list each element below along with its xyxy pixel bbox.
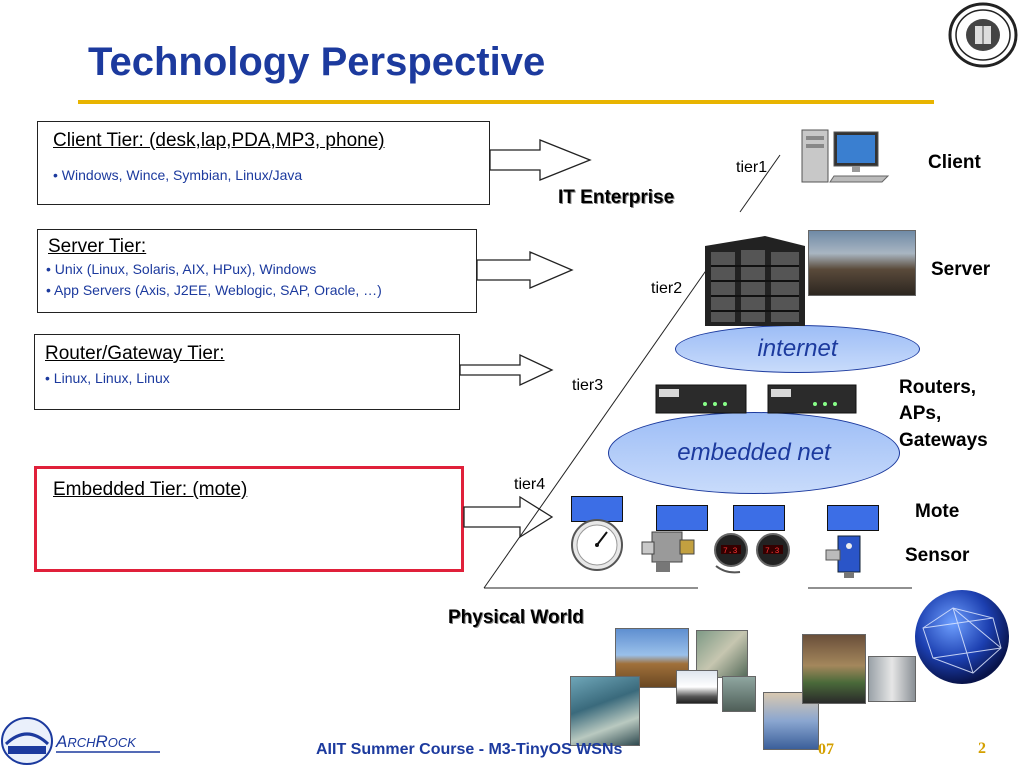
desktop-computer-icon [800,128,890,184]
archrock-logo: ARCHROCK [0,714,170,766]
sensor-icon [640,526,696,574]
server-arrow [476,251,574,289]
router-arrow [459,353,554,387]
tier2-label: tier2 [651,280,683,297]
client-label: Client [928,152,981,173]
footer-course: AIIT Summer Course - M3-TinyOS WSNs [316,741,623,758]
server-label: Server [931,259,991,280]
routers-label-3: Gateways [899,430,988,451]
router-icon [655,384,747,414]
internet-label: internet [757,335,838,362]
embedded-tier-box: Embedded Tier: (mote) [34,466,464,572]
svg-text:7.3: 7.3 [723,547,738,556]
internet-cloud: internet [675,325,920,373]
router-tier-bullet: • Linux, Linux, Linux [45,370,170,386]
router-tier-box: Router/Gateway Tier: • Linux, Linux, Lin… [34,334,460,410]
tier-slope-line [483,261,713,589]
server-tier-heading: Server Tier: [48,236,147,257]
warehouse-photo [802,634,866,704]
page-number: 2 [978,740,986,757]
mote-icon [656,505,708,531]
sensor-icon [822,530,872,580]
tier1-line [739,154,781,213]
mote-label: Mote [915,501,960,522]
embedded-net-label: embedded net [677,439,831,466]
router-tier-heading: Router/Gateway Tier: [45,343,225,364]
footer-year-fragment: 07 [818,741,834,758]
truck-photo [676,670,718,704]
svg-text:ARCHROCK: ARCHROCK [55,732,137,751]
server-tier-bullet-2: • App Servers (Axis, J2EE, Weblogic, SAP… [46,282,382,298]
router-icon [767,384,857,414]
university-seal-icon [948,2,1018,68]
client-tier-heading: Client Tier: (desk,lap,PDA,MP3, phone) [53,130,385,151]
client-tier-bullet: • Windows, Wince, Symbian, Linux/Java [53,167,303,183]
server-room-photo [808,230,916,296]
svg-text:7.3: 7.3 [765,547,780,556]
tier3-label: tier3 [572,377,604,394]
mote-icon [571,496,623,522]
globe-icon [913,588,1011,686]
embedded-arrow [463,495,554,539]
mote-icon [733,505,785,531]
embedded-tier-heading: Embedded Tier: (mote) [53,479,248,500]
client-tier-box: Client Tier: (desk,lap,PDA,MP3, phone) •… [37,121,490,205]
routers-label-2: APs, [899,403,942,424]
server-rack-icon [705,236,805,326]
client-arrow [489,139,592,181]
tier1-label: tier1 [736,159,768,176]
physical-world-label: Physical World [448,607,584,628]
server-tier-box: Server Tier: • Unix (Linux, Solaris, AIX… [37,229,477,313]
server-tier-bullet-1: • Unix (Linux, Solaris, AIX, HPux), Wind… [46,261,317,277]
factory-workers-photo [570,676,640,746]
archrock-logo-graphic: ARCHROCK [1,717,160,765]
lab-worker-photo [722,676,756,712]
it-enterprise-label: IT Enterprise [558,187,675,208]
sensor-label: Sensor [905,545,970,566]
embedded-net-cloud: embedded net [608,412,900,494]
tier4-label: tier4 [514,476,546,493]
page-title: Technology Perspective [88,40,546,84]
sensor-icon: 7.3 [752,532,794,576]
tier-arrows [459,139,592,539]
hallway-photo [868,656,916,702]
mote-icon [827,505,879,531]
routers-label-1: Routers, [899,377,977,398]
sensor-icon: 7.3 [710,532,752,576]
pressure-gauge-icon [570,518,624,572]
title-underline [78,100,934,104]
